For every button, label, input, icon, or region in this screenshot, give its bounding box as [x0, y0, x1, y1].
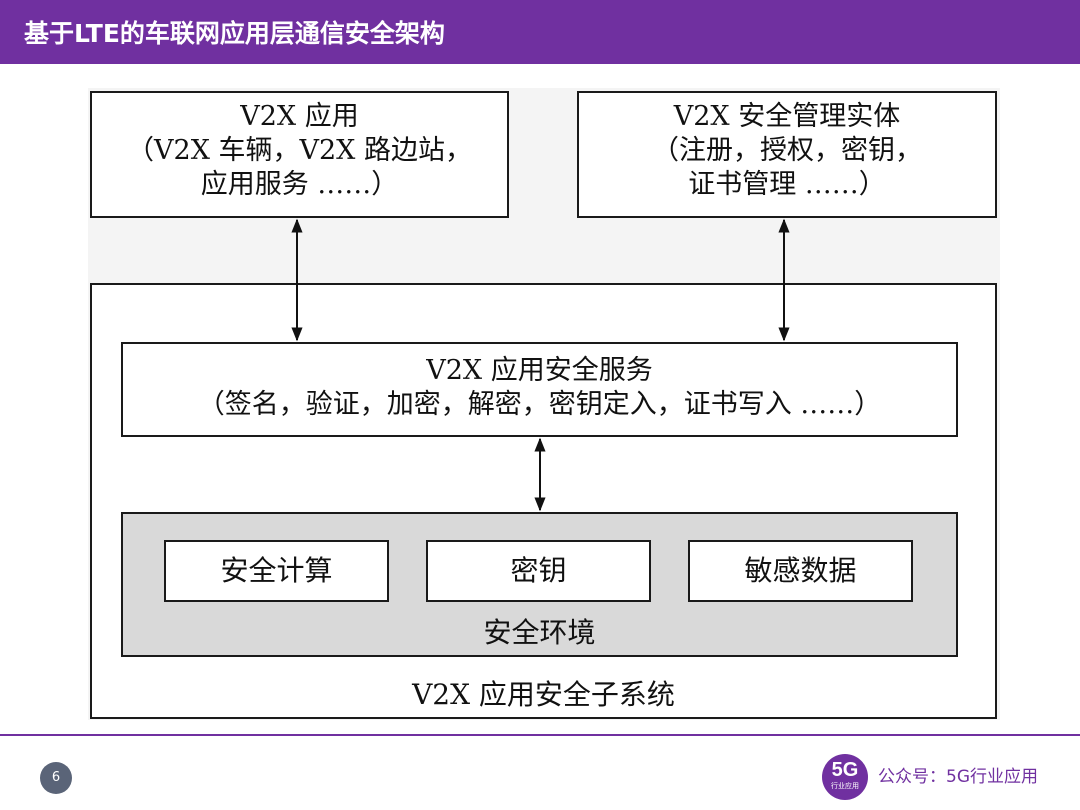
- subsystem-label: V2X 应用安全子系统: [412, 678, 675, 711]
- page-title: 基于LTE的车联网应用层通信安全架构: [24, 19, 445, 48]
- app-box-title: V2X 应用: [240, 101, 359, 132]
- key-cell: 密钥: [426, 540, 651, 602]
- app-box-line3: 应用服务 ……）: [200, 169, 399, 200]
- sensitive-data-cell: 敏感数据: [688, 540, 913, 602]
- logo-5g-text: 5G: [831, 759, 859, 781]
- mgmt-box-title: V2X 安全管理实体: [673, 101, 901, 132]
- mgmt-box-line2: （注册，授权，密钥，: [652, 135, 922, 166]
- 5g-logo: 5G 行业应用: [822, 754, 868, 800]
- service-box-title: V2X 应用安全服务: [426, 355, 653, 386]
- app-box-line2: （V2X 车辆，V2X 路边站，: [127, 135, 472, 166]
- application-security-service-box: V2X 应用安全服务 （签名，验证，加密，解密，密钥定入，证书写入 ……）: [121, 342, 958, 437]
- title-bar: 基于LTE的车联网应用层通信安全架构: [0, 0, 1080, 64]
- page-number: 6: [40, 762, 72, 794]
- security-management-entity-box: V2X 安全管理实体 （注册，授权，密钥， 证书管理 ……）: [577, 91, 997, 218]
- logo-subtext: 行业应用: [831, 782, 859, 790]
- secure-computing-cell: 安全计算: [164, 540, 389, 602]
- service-box-line2: （签名，验证，加密，解密，密钥定入，证书写入 ……）: [197, 389, 882, 420]
- footer-divider: [0, 734, 1080, 736]
- wechat-account-label: 公众号：5G行业应用: [878, 767, 1038, 787]
- security-environment-label: 安全环境: [483, 616, 596, 649]
- mgmt-box-line3: 证书管理 ……）: [688, 169, 886, 200]
- v2x-application-box: V2X 应用 （V2X 车辆，V2X 路边站， 应用服务 ……）: [90, 91, 509, 218]
- security-environment-box: 安全计算 密钥 敏感数据 安全环境: [121, 512, 958, 657]
